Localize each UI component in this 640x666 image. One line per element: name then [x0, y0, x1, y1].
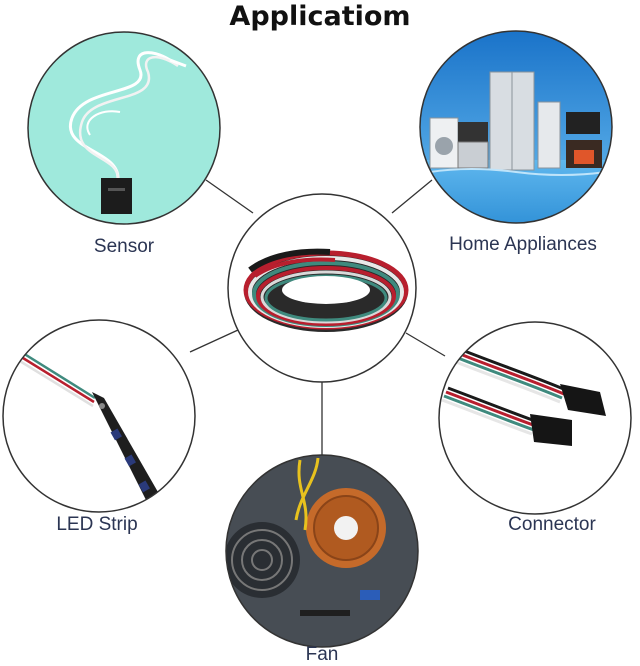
label-sensor: Sensor	[93, 236, 155, 257]
home-appliances-circle	[419, 30, 613, 224]
label-connector: Connector	[508, 514, 596, 535]
center-cable-circle	[227, 193, 417, 383]
cpu-fan-icon	[226, 455, 418, 647]
page-title: Applicatiom	[229, 1, 411, 32]
cable-coil-icon	[243, 248, 409, 332]
sensor-circle	[27, 31, 221, 225]
connector-circle	[438, 321, 632, 515]
label-home-appliances: Home Appliances	[449, 234, 597, 255]
led-strip-circle	[2, 319, 196, 513]
fan-circle	[225, 454, 419, 648]
label-led-strip: LED Strip	[56, 514, 138, 535]
label-fan: Fan	[305, 644, 339, 665]
sensor-cable-icon	[68, 51, 187, 214]
connector-plug-icon	[441, 348, 606, 446]
connector-lines	[189, 179, 446, 455]
